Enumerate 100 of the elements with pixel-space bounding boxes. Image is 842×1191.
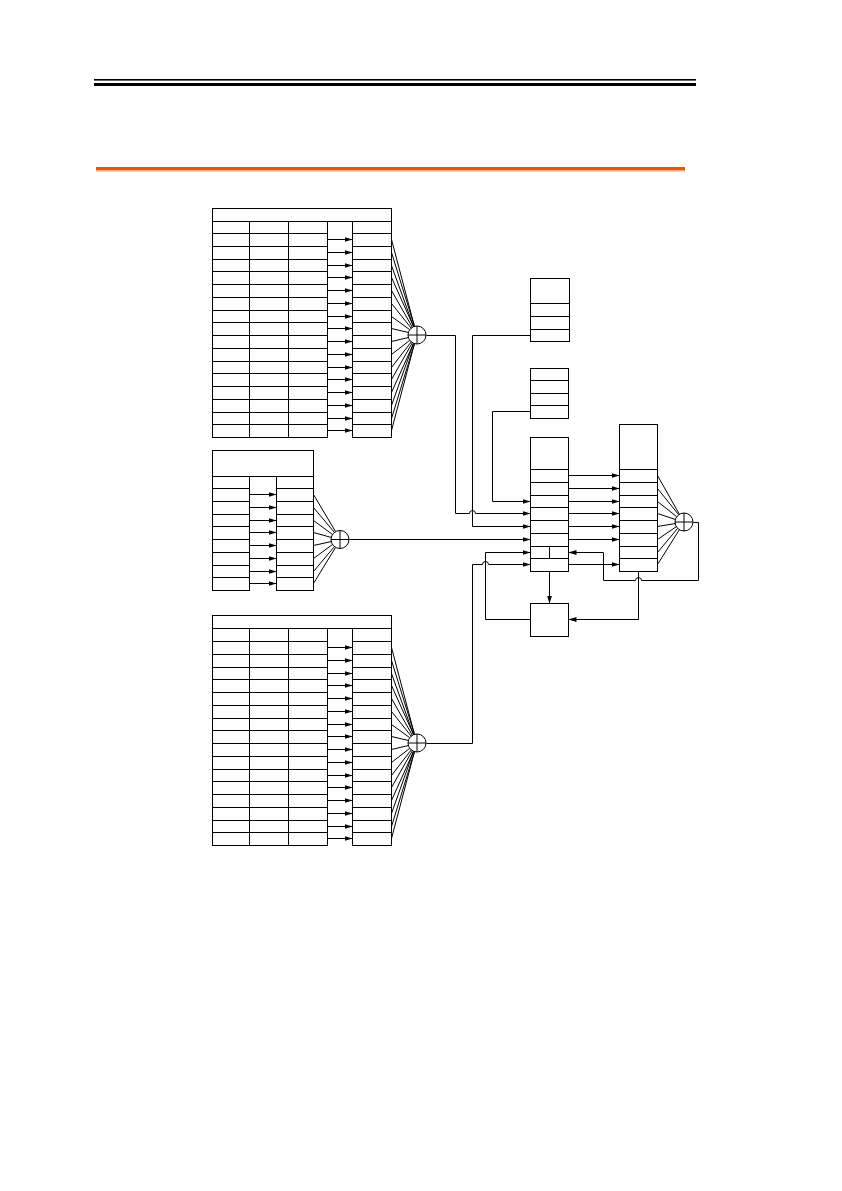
- arrow: [249, 530, 277, 535]
- register-cell: [530, 533, 569, 547]
- summing-junction: [407, 325, 427, 345]
- register-cell: [352, 297, 392, 311]
- register-cell: [352, 718, 392, 731]
- register-cell: [288, 756, 328, 770]
- connector-line: [657, 528, 678, 553]
- register-cell: [212, 832, 250, 846]
- register-cell: [249, 233, 289, 247]
- arrow: [327, 377, 353, 382]
- arrow: [568, 524, 620, 529]
- register-cell: [288, 832, 328, 846]
- connector-line: [657, 475, 680, 515]
- register-cell: [288, 705, 328, 719]
- register-cell: [352, 756, 392, 770]
- arrow: [327, 237, 353, 242]
- register-cell: [530, 316, 570, 330]
- register-cell: [288, 348, 328, 362]
- arrow: [547, 571, 552, 604]
- connector-line: [391, 745, 409, 750]
- register-cell: [530, 368, 569, 381]
- register-cell: [212, 654, 250, 668]
- register-cell: [288, 310, 328, 323]
- register-cell: [288, 807, 328, 821]
- register-cell: [288, 769, 328, 782]
- connector-line: [391, 341, 412, 368]
- register-cell: [249, 820, 289, 833]
- arrow: [327, 645, 353, 650]
- connector-line: [391, 751, 414, 814]
- register-cell: [249, 399, 289, 413]
- register-cell: [212, 322, 250, 336]
- register-cell: [288, 718, 328, 731]
- register-cell: [530, 437, 569, 470]
- register-cell: [212, 399, 250, 413]
- register-cell: [212, 552, 250, 566]
- register-cell: [352, 692, 392, 706]
- register-cell: [288, 654, 328, 668]
- summing-junction: [407, 733, 427, 753]
- register-cell: [530, 558, 569, 572]
- register-cell: [212, 577, 250, 591]
- register-cell: [276, 488, 314, 502]
- register-cell: [288, 641, 328, 655]
- arrow: [327, 696, 353, 701]
- register-cell: [212, 412, 250, 425]
- connector-line: [313, 544, 333, 559]
- register-cell: [249, 628, 289, 642]
- register-cell: [249, 221, 289, 234]
- connector-line: [391, 750, 413, 788]
- connector-line: [391, 749, 412, 776]
- connector-line: [391, 698, 413, 736]
- register-cell: [288, 667, 328, 680]
- register-cell: [212, 743, 250, 757]
- register-cell: [212, 361, 250, 374]
- register-cell: [249, 781, 289, 795]
- arrow: [327, 263, 353, 268]
- register-cell: [352, 667, 392, 680]
- register-cell: [352, 246, 392, 260]
- register-cell: [530, 278, 570, 304]
- connector-line: [391, 337, 409, 342]
- register-cell: [288, 820, 328, 833]
- register-cell: [249, 348, 289, 362]
- register-cell: [212, 718, 250, 731]
- register-cell: [288, 424, 328, 438]
- arrow: [568, 511, 620, 516]
- register-cell: [212, 667, 250, 680]
- arrow: [327, 352, 353, 357]
- arrow: [568, 486, 620, 491]
- register-cell: [352, 424, 392, 438]
- arrow: [327, 836, 353, 841]
- register-cell: [249, 756, 289, 770]
- header-cell: [212, 208, 392, 222]
- register-cell: [249, 412, 289, 425]
- register-cell: [249, 386, 289, 400]
- register-cell: [249, 667, 289, 680]
- register-cell: [288, 335, 328, 349]
- register-cell: [212, 424, 250, 438]
- register-cell: [530, 393, 569, 406]
- register-cell: [249, 692, 289, 706]
- register-cell: [249, 246, 289, 260]
- register-cell: [530, 546, 550, 559]
- arrow: [327, 365, 353, 370]
- arrow: [249, 581, 277, 586]
- register-cell: [288, 679, 328, 693]
- register-cell: [619, 507, 658, 521]
- register-cell: [288, 730, 328, 744]
- connector-line: [391, 343, 414, 406]
- connector-line: [313, 532, 332, 538]
- register-cell: [212, 705, 250, 719]
- register-cell: [212, 501, 250, 515]
- register-cell: [212, 526, 250, 540]
- arrow: [327, 275, 353, 280]
- connector-line: [313, 541, 332, 546]
- register-cell: [212, 781, 250, 795]
- connector-line: [313, 507, 335, 533]
- register-cell: [352, 807, 392, 821]
- register-cell: [212, 233, 250, 247]
- arrow: [568, 537, 620, 542]
- register-cell: [288, 297, 328, 311]
- register-cell: [352, 781, 392, 795]
- register-cell: [276, 552, 314, 566]
